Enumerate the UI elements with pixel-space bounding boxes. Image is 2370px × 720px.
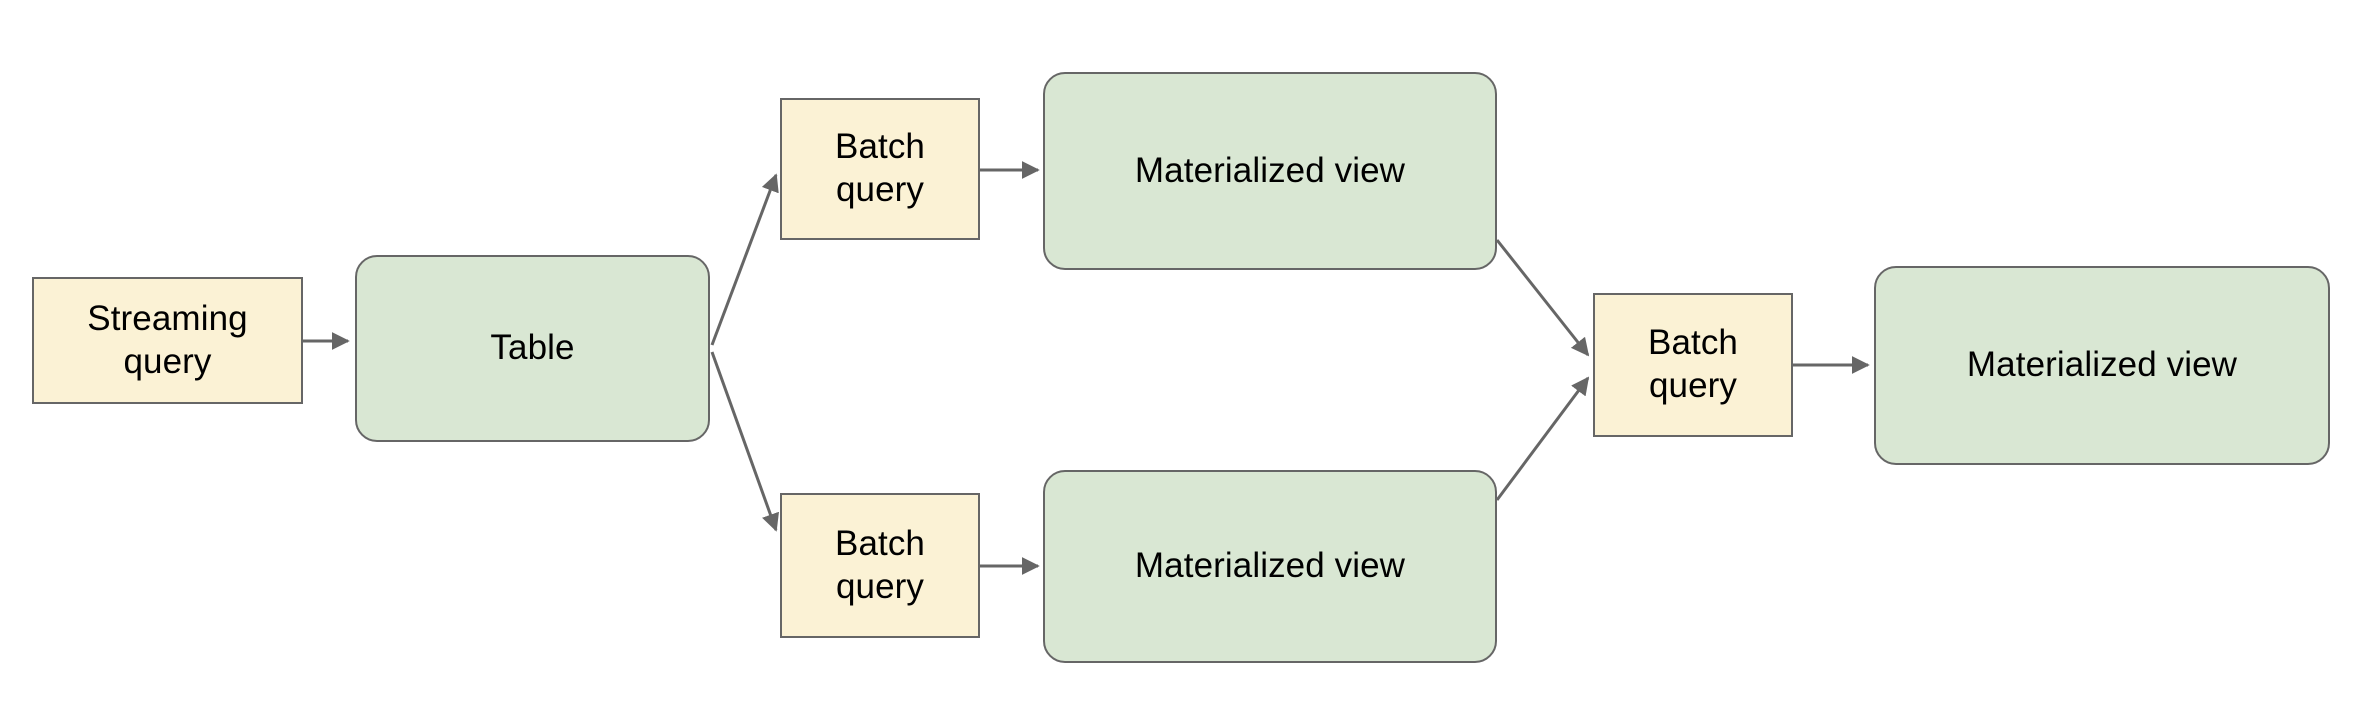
node-materialized-view-right-label: Materialized view xyxy=(1966,345,2238,385)
node-batch-query-center[interactable]: Batch query xyxy=(1593,293,1793,437)
edge-table-to-batch-bottom xyxy=(710,351,779,532)
node-batch-query-center-label: Batch query xyxy=(1648,323,1738,405)
node-batch-query-top[interactable]: Batch query xyxy=(780,98,980,240)
node-table[interactable]: Table xyxy=(355,255,710,442)
node-materialized-view-top[interactable]: Materialized view xyxy=(1043,72,1497,270)
node-batch-query-bottom[interactable]: Batch query xyxy=(780,493,980,638)
edge-mv-top-to-batch-center xyxy=(1495,239,1590,357)
node-materialized-view-top-label: Materialized view xyxy=(1134,150,1406,190)
node-streaming-query-label: Streaming query xyxy=(87,298,248,381)
node-materialized-view-bottom[interactable]: Materialized view xyxy=(1043,470,1497,663)
node-table-label: Table xyxy=(490,328,575,368)
node-materialized-view-bottom-label: Materialized view xyxy=(1134,546,1406,586)
edge-table-to-batch-top xyxy=(710,173,779,346)
edge-mv-bottom-to-batch-center xyxy=(1495,376,1590,501)
node-batch-query-top-label: Batch query xyxy=(835,127,925,209)
node-materialized-view-right[interactable]: Materialized view xyxy=(1874,266,2330,465)
node-batch-query-bottom-label: Batch query xyxy=(835,523,925,606)
node-streaming-query[interactable]: Streaming query xyxy=(32,277,303,404)
